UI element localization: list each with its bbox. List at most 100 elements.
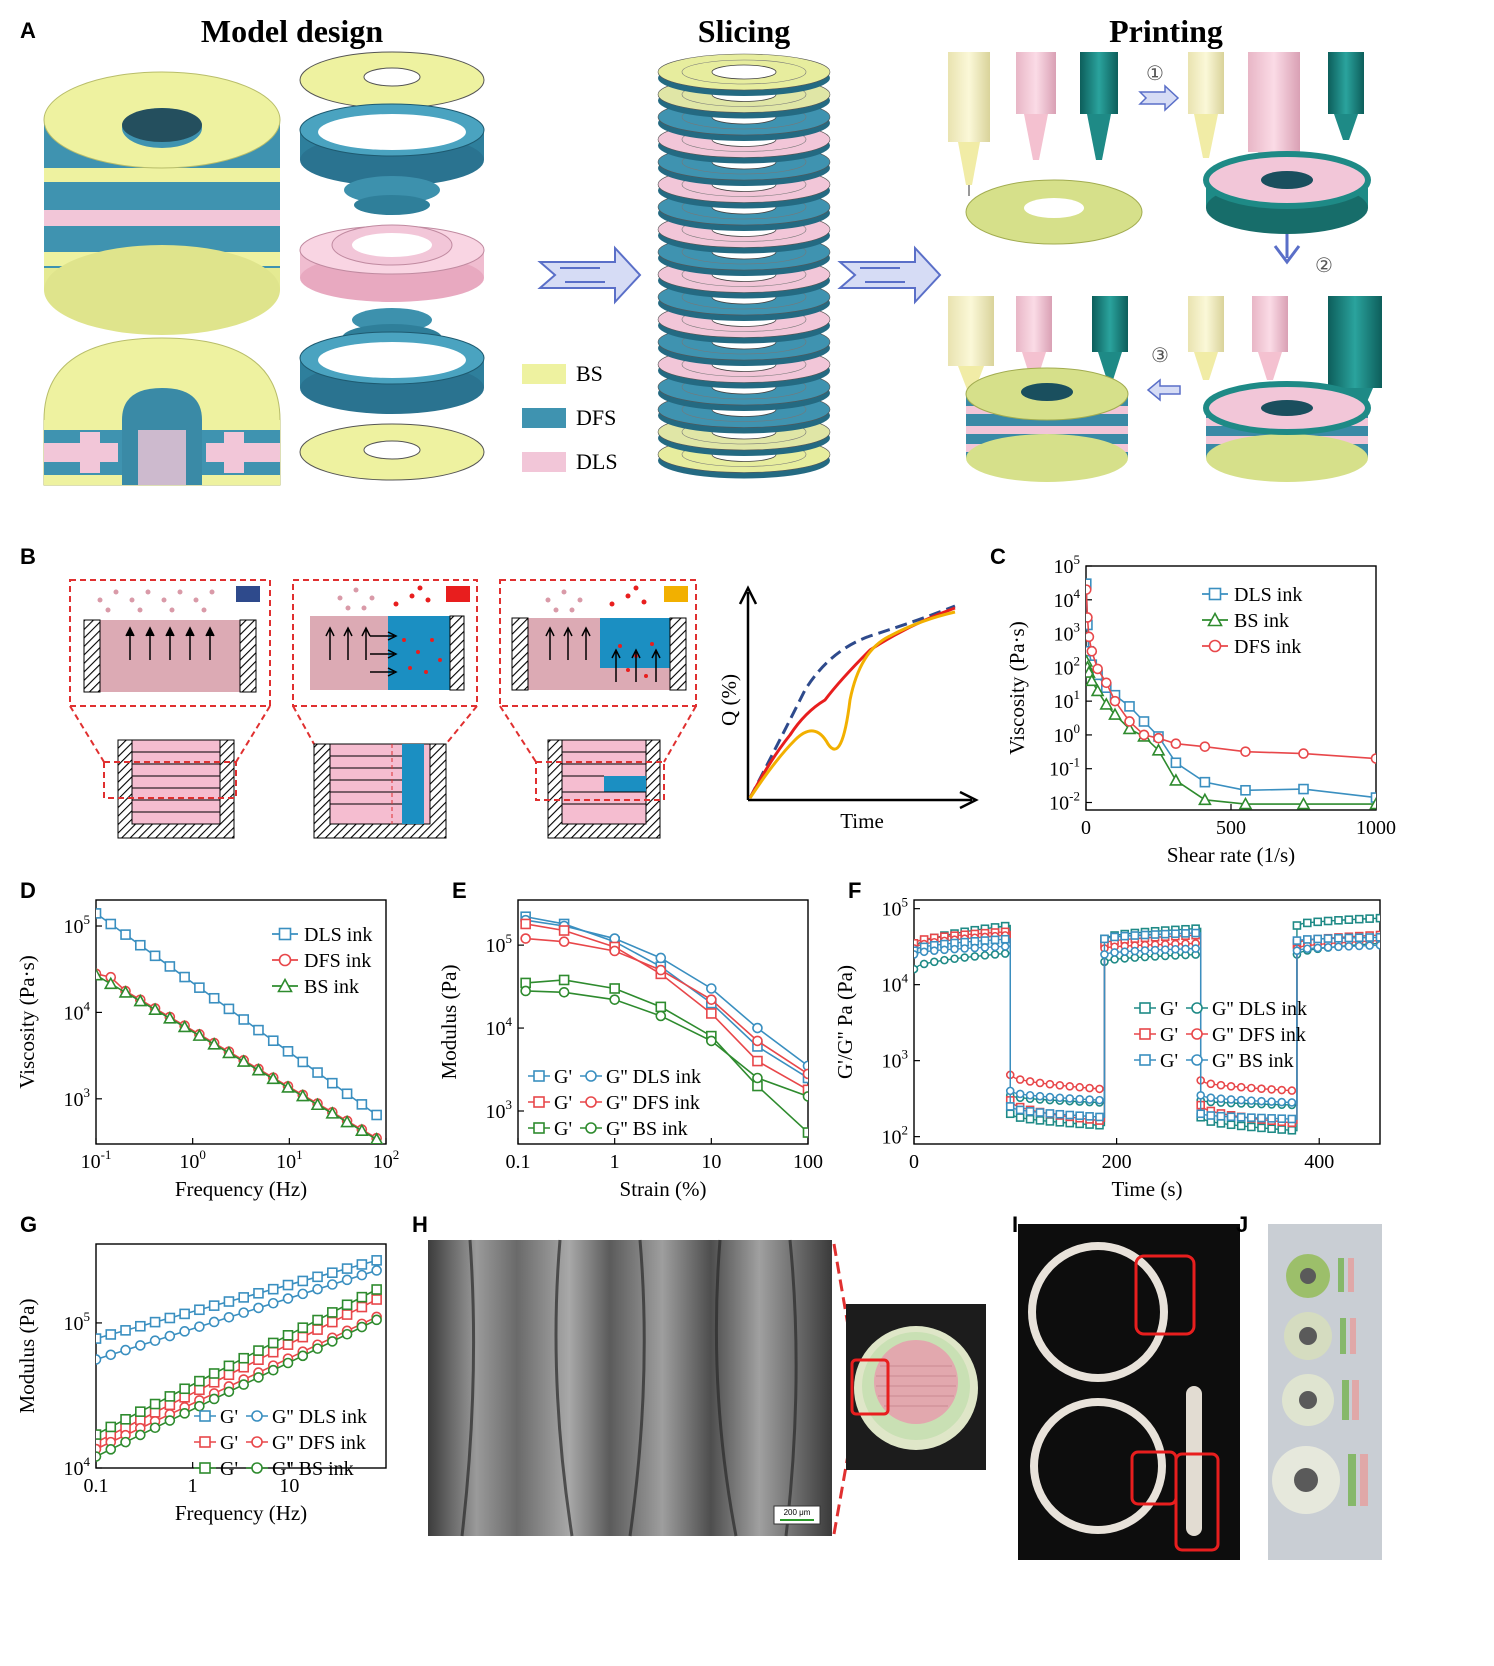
data-point-square	[1226, 1120, 1236, 1130]
data-point-triangle	[355, 1123, 369, 1136]
data-point-square	[1208, 587, 1222, 601]
data-point-square	[1277, 1125, 1287, 1134]
panel-b: B	[20, 544, 979, 839]
data-point-circle	[1055, 1093, 1065, 1103]
data-point-circle	[1130, 946, 1140, 956]
data-point-circle	[253, 1372, 264, 1383]
data-point-square	[164, 961, 176, 972]
step-3: ③	[1151, 343, 1169, 367]
data-point-square	[1303, 935, 1312, 944]
y-tick-label: 103	[486, 1097, 513, 1123]
data-point-circle	[1191, 1002, 1203, 1014]
y-tick-label: 104	[64, 1454, 91, 1480]
panel-label-d: D	[20, 878, 36, 903]
data-point-circle	[1257, 1096, 1266, 1106]
data-point-square	[356, 1259, 368, 1270]
data-point-square	[194, 1375, 205, 1387]
data-point-triangle	[281, 1080, 295, 1093]
data-point-circle	[267, 1297, 279, 1309]
legend-label: G'	[220, 1432, 238, 1454]
data-point-circle	[179, 1408, 190, 1419]
data-point-square	[1298, 783, 1309, 795]
data-point-circle	[1303, 944, 1312, 954]
data-point-triangle	[266, 1071, 281, 1085]
data-point-square	[1139, 1028, 1151, 1040]
data-point-square	[371, 1255, 382, 1266]
data-point-circle	[1150, 945, 1160, 955]
data-point-square	[341, 1309, 353, 1320]
legend-label: DLS ink	[1234, 584, 1302, 606]
step-1: ①	[1146, 61, 1164, 85]
data-point-circle	[950, 944, 959, 954]
data-point-circle	[752, 1022, 763, 1034]
panel-label-g: G	[20, 1212, 37, 1237]
data-point-square	[1313, 934, 1322, 944]
data-point-circle	[520, 985, 531, 997]
data-point-square	[356, 1301, 368, 1313]
data-point-circle	[1170, 738, 1182, 750]
data-point-circle	[706, 1035, 717, 1047]
data-point-circle	[1045, 1092, 1055, 1102]
curve-horizontal-barrier	[748, 610, 956, 799]
data-point-circle	[1257, 1084, 1266, 1094]
data-point-circle	[1085, 1083, 1094, 1093]
x-tick-label: 0.1	[84, 1475, 109, 1497]
data-point-circle	[297, 1288, 309, 1300]
series	[914, 928, 1380, 1124]
curve-homogeneous	[748, 604, 956, 799]
data-point-square	[1181, 929, 1190, 938]
sample-row-3	[1282, 1374, 1359, 1426]
data-point-square	[1365, 914, 1374, 923]
data-point-square	[208, 1368, 220, 1379]
data-point-circle	[1191, 1028, 1203, 1040]
b-xlabel: Time	[840, 809, 884, 833]
data-point-square	[208, 1376, 220, 1388]
data-point-circle	[706, 994, 717, 1005]
data-point-square	[1199, 776, 1211, 788]
data-point-circle	[356, 1269, 368, 1281]
data-point-square	[558, 974, 570, 986]
data-point-circle	[1375, 940, 1380, 950]
y-tick-label: 10-2	[1049, 789, 1080, 815]
data-point-triangle	[370, 1132, 384, 1144]
data-point-square	[120, 929, 131, 940]
data-point-circle	[164, 1330, 176, 1342]
data-point-circle	[327, 1336, 338, 1347]
data-point-square	[238, 1292, 250, 1303]
data-point-circle	[752, 1035, 763, 1047]
data-point-triangle	[277, 977, 293, 993]
data-point-square	[105, 1329, 117, 1340]
data-point-circle	[1365, 941, 1374, 950]
data-point-circle	[1160, 945, 1170, 954]
data-point-square	[194, 1384, 205, 1396]
model-exploded	[299, 51, 485, 481]
step-2: ②	[1315, 253, 1333, 277]
data-point-circle	[1267, 1085, 1276, 1094]
data-point-circle	[341, 1328, 353, 1340]
y-tick-label: 103	[64, 1085, 91, 1111]
data-point-circle	[802, 1068, 808, 1080]
y-tick-label: 104	[882, 971, 909, 997]
data-point-square	[1015, 1113, 1025, 1122]
drug-particles	[97, 589, 215, 613]
data-point-square	[149, 1398, 161, 1410]
data-point-circle	[341, 1274, 353, 1286]
data-point-square	[1025, 1114, 1035, 1124]
y-tick-label: 105	[64, 912, 91, 938]
y-tick-label: 105	[1054, 552, 1081, 578]
data-point-circle	[1095, 1084, 1104, 1094]
data-point-triangle	[118, 985, 133, 998]
ring-photo	[1018, 1224, 1240, 1560]
data-point-circle	[194, 1321, 205, 1332]
series	[520, 985, 808, 1102]
data-point-square	[1130, 931, 1140, 940]
title-model-design: Model design	[201, 13, 383, 49]
panel-i: I	[1012, 1212, 1240, 1560]
data-point-square	[752, 1055, 763, 1067]
series	[914, 939, 1380, 1110]
data-point-circle	[371, 1314, 382, 1326]
data-point-circle	[238, 1307, 250, 1318]
